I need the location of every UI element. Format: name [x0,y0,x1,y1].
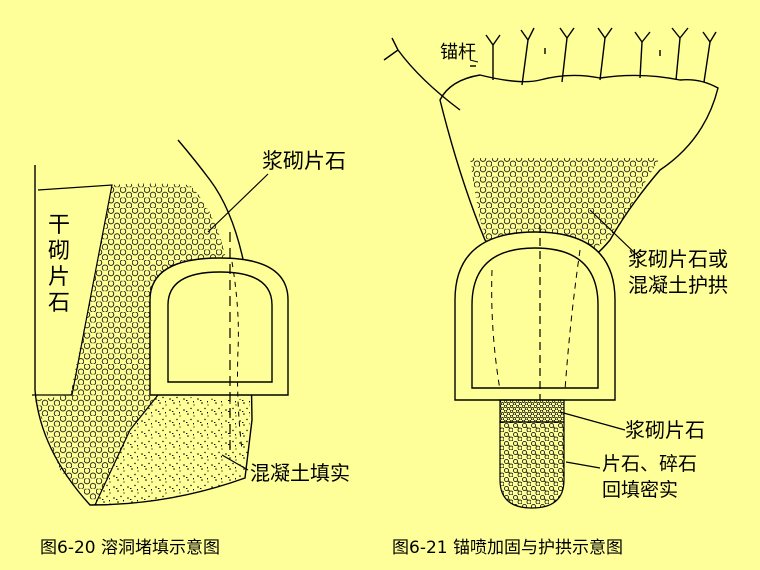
rubble-backfill [499,421,565,509]
concrete-boundary [94,394,159,506]
label-anchor-rod: 锚杆 [440,42,476,63]
label-rubble-2: 回填密实 [602,479,678,501]
leader-lower-mortar [559,411,626,431]
arch-dashed-left [491,269,501,391]
rod-marks [470,48,661,67]
caption-fig-6-20: 图6-20 溶洞堵填示意图 [40,538,220,558]
anchor-rods [383,27,717,111]
label-dry-rubble-3: 片 [48,265,70,290]
label-lower-mortar: 浆砌片石 [625,418,705,442]
arch-dashed-right [564,249,581,391]
label-concrete-fill: 混凝土填实 [250,461,350,485]
label-dry-rubble-2: 砌 [48,239,70,264]
label-dry-rubble-1: 干 [48,213,70,238]
label-arch-1: 浆砌片石或 [628,247,728,271]
leader-concrete-fill [221,454,249,471]
arch-lining-inner [471,247,599,389]
label-rubble-1: 片石、碎石 [602,453,697,475]
tunnel-lining-inner [167,271,273,383]
dry-rubble-boundary [32,184,113,396]
lower-mortar-strip [499,399,565,423]
leader-arch [589,209,641,259]
figure-6-21: 锚杆 浆砌片石或 混凝土护拱 浆砌片石 片石、碎石 回填密实 图6-21 锚喷加… [383,27,728,558]
leader-mortar-rubble [207,173,269,233]
leader-anchor [469,59,479,63]
caption-fig-6-21: 图6-21 锚喷加固与护拱示意图 [392,538,623,558]
label-dry-rubble-4: 石 [48,291,70,316]
dry-rubble-region [32,185,112,395]
label-arch-2: 混凝土护拱 [628,273,728,297]
label-mortar-rubble-left: 浆砌片石 [262,149,346,173]
leader-rubble [565,461,601,469]
concrete-fill-region [95,395,250,505]
figure-6-20: 浆砌片石 干 砌 片 石 混凝土填实 图6-20 溶洞堵填示意图 [32,139,350,558]
cave-outline [34,139,253,506]
